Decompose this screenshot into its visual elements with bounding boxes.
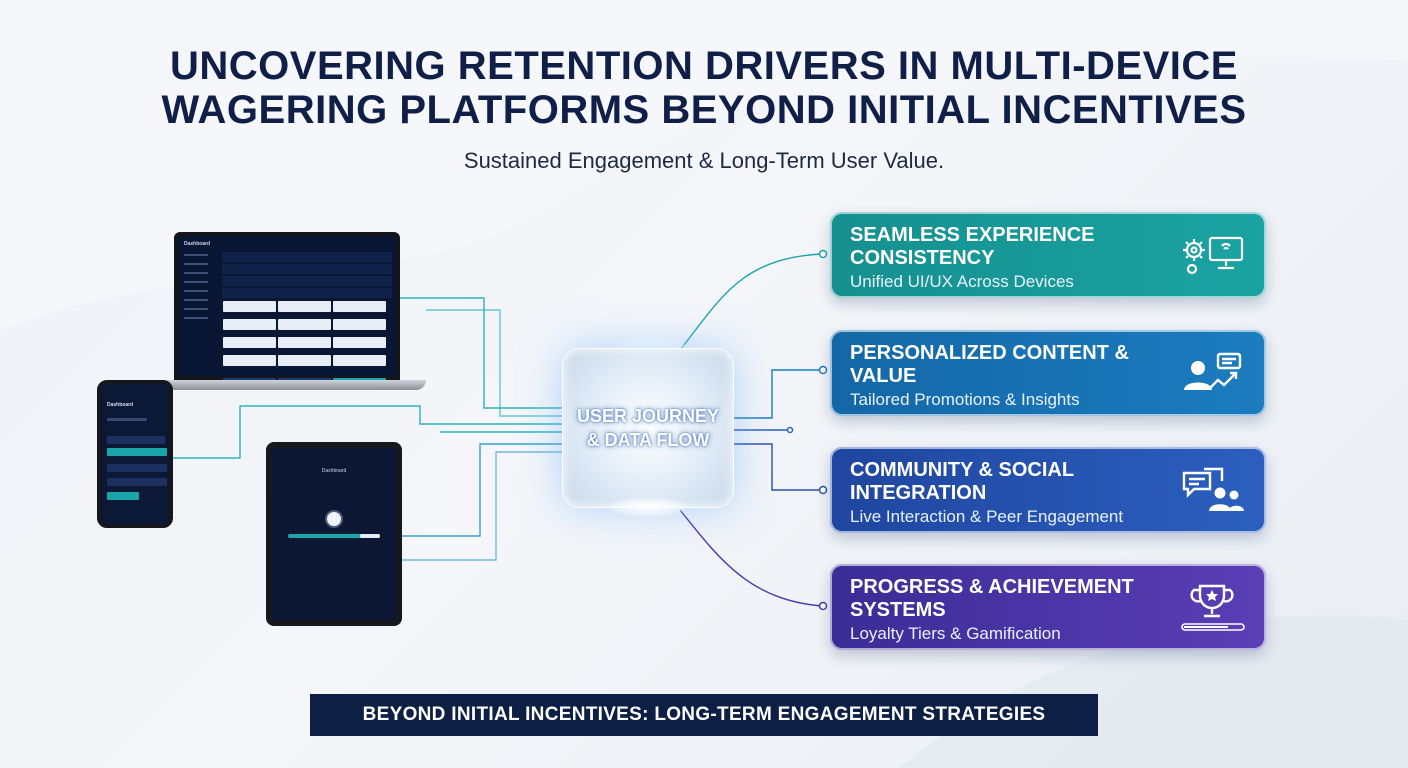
laptop-brand: Dashboard: [184, 241, 211, 247]
tablet-brand: Dashboard: [321, 468, 347, 474]
laptop-base: [150, 380, 426, 390]
hub-label-line-2: & DATA FLOW: [586, 430, 710, 450]
wire-tablet: [402, 443, 566, 537]
avatar-icon: [325, 510, 343, 528]
title-line-2: WAGERING PLATFORMS BEYOND INITIAL INCENT…: [161, 88, 1247, 132]
wire-card-2: [734, 369, 822, 419]
laptop-sidebar: [184, 254, 214, 326]
card-personalized-content: PERSONALIZED CONTENT & VALUE Tailored Pr…: [830, 330, 1266, 416]
gear-monitor-icon: [1183, 236, 1244, 275]
wire-laptop: [400, 297, 566, 409]
tablet-device: Dashboard: [266, 442, 402, 626]
card-title: PERSONALIZED CONTENT & VALUE: [850, 342, 1129, 387]
user-growth-chat-icon: [1184, 352, 1242, 390]
wire-card-4: [679, 509, 823, 607]
laptop-dashboard: [222, 252, 392, 392]
trophy-progress-icon: [1181, 584, 1245, 631]
wire-card-3: [734, 443, 822, 491]
hub-label-line-1: USER JOURNEY: [576, 406, 720, 426]
footer-banner: BEYOND INITIAL INCENTIVES: LONG-TERM ENG…: [310, 694, 1098, 736]
page-title: UNCOVERING RETENTION DRIVERS IN MULTI-DE…: [0, 44, 1408, 132]
card-community-social: COMMUNITY & SOCIAL INTEGRATION Live Inte…: [830, 447, 1266, 533]
card-subtitle: Unified UI/UX Across Devices: [850, 272, 1074, 291]
wire-phone: [173, 405, 566, 459]
hub-node: USER JOURNEY & DATA FLOW: [562, 348, 734, 508]
wire-card-1: [679, 253, 823, 351]
card-seamless-experience: SEAMLESS EXPERIENCE CONSISTENCY Unified …: [830, 212, 1266, 298]
page-subtitle: Sustained Engagement & Long-Term User Va…: [463, 148, 945, 173]
card-title: PROGRESS & ACHIEVEMENT SYSTEMS: [850, 576, 1134, 621]
hub-glow-bottom: [610, 498, 686, 516]
phone-device: Dashboard: [97, 380, 173, 528]
card-subtitle: Loyalty Tiers & Gamification: [850, 624, 1061, 643]
laptop-device: Dashboard: [174, 232, 400, 387]
chat-people-icon: [1182, 467, 1244, 511]
title-line-1: UNCOVERING RETENTION DRIVERS IN MULTI-DE…: [170, 44, 1238, 88]
card-title: SEAMLESS EXPERIENCE CONSISTENCY: [850, 224, 1095, 269]
wire-laptop-2: [426, 309, 566, 417]
wire-tablet-2: [402, 451, 566, 561]
card-subtitle: Tailored Promotions & Insights: [850, 390, 1080, 409]
card-progress-achievement: PROGRESS & ACHIEVEMENT SYSTEMS Loyalty T…: [830, 564, 1266, 650]
phone-brand: Dashboard: [107, 402, 134, 408]
hub-label: USER JOURNEY & DATA FLOW: [563, 404, 733, 452]
tablet-progress: [288, 534, 380, 538]
card-title: COMMUNITY & SOCIAL INTEGRATION: [850, 459, 1074, 504]
card-subtitle: Live Interaction & Peer Engagement: [850, 507, 1124, 526]
